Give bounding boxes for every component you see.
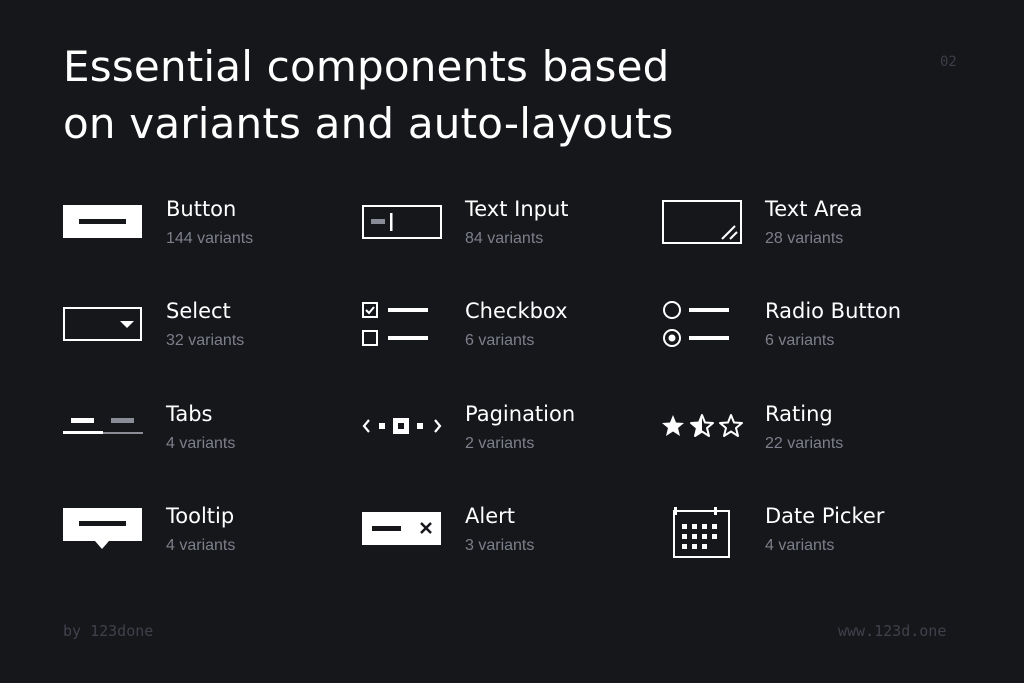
footer-author: by 123done <box>63 622 154 640</box>
radio-button-icon <box>662 301 742 362</box>
component-count: 32 variants <box>166 332 245 349</box>
title-line-2: on variants and auto-layouts <box>63 99 674 148</box>
component-count: 4 variants <box>166 537 236 554</box>
component-name: Pagination <box>465 402 576 426</box>
component-count: 3 variants <box>465 537 535 554</box>
component-text-input: Text Input 84 variants <box>362 197 662 270</box>
component-count: 2 variants <box>465 435 535 452</box>
component-count: 4 variants <box>166 435 236 452</box>
page-number: 02 <box>940 54 957 70</box>
component-radio-button: Radio Button 6 variants <box>662 299 962 372</box>
component-name: Select <box>166 299 231 323</box>
component-count: 84 variants <box>465 230 544 247</box>
component-tooltip: Tooltip 4 variants <box>63 504 363 577</box>
component-name: Tooltip <box>166 504 235 528</box>
component-button: Button 144 variants <box>63 197 363 270</box>
date-picker-icon <box>662 507 742 567</box>
component-name: Tabs <box>166 402 213 426</box>
component-name: Text Input <box>465 197 569 221</box>
page-title: Essential components based on variants a… <box>63 38 674 152</box>
component-tabs: Tabs 4 variants <box>63 402 363 475</box>
component-name: Text Area <box>765 197 863 221</box>
text-input-icon <box>362 200 442 260</box>
component-name: Date Picker <box>765 504 885 528</box>
component-name: Alert <box>465 504 515 528</box>
component-name: Radio Button <box>765 299 902 323</box>
pagination-icon <box>362 405 442 465</box>
title-line-1: Essential components based <box>63 42 670 91</box>
tooltip-icon <box>63 507 143 567</box>
tabs-icon <box>63 405 143 465</box>
component-rating: Rating 22 variants <box>662 402 962 475</box>
component-text-area: Text Area 28 variants <box>662 197 962 270</box>
component-count: 6 variants <box>765 332 835 349</box>
component-count: 22 variants <box>765 435 844 452</box>
component-count: 144 variants <box>166 230 254 247</box>
button-icon <box>63 200 143 260</box>
component-name: Checkbox <box>465 299 568 323</box>
text-area-icon <box>662 200 742 260</box>
component-checkbox: Checkbox 6 variants <box>362 299 662 372</box>
component-name: Rating <box>765 402 833 426</box>
component-name: Button <box>166 197 237 221</box>
alert-icon <box>362 507 442 567</box>
select-icon <box>63 302 143 362</box>
component-pagination: Pagination 2 variants <box>362 402 662 475</box>
component-date-picker: Date Picker 4 variants <box>662 504 962 577</box>
rating-icon <box>662 405 743 465</box>
footer-website[interactable]: www.123d.one <box>838 622 947 640</box>
component-count: 4 variants <box>765 537 835 554</box>
checkbox-icon <box>362 302 442 362</box>
component-select: Select 32 variants <box>63 299 363 372</box>
component-count: 6 variants <box>465 332 535 349</box>
component-alert: Alert 3 variants <box>362 504 662 577</box>
component-count: 28 variants <box>765 230 844 247</box>
